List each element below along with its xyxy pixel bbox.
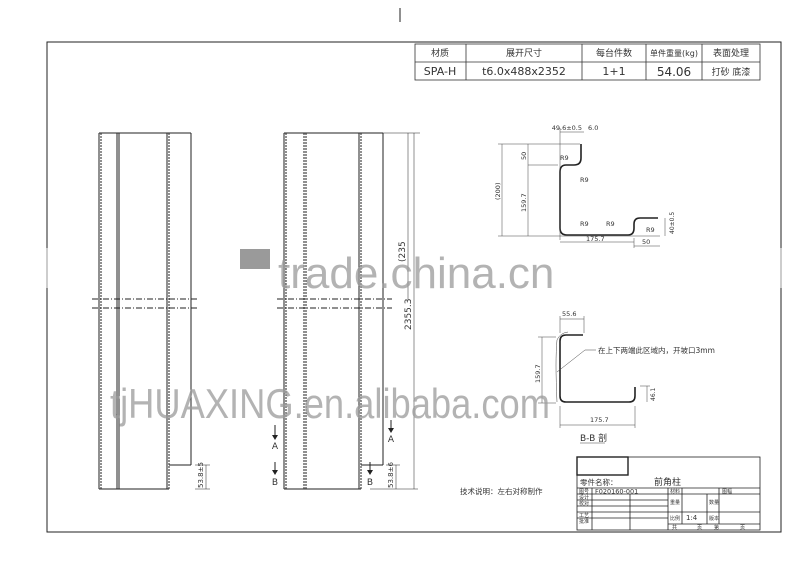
watermark-trade: trade.china.cn (278, 249, 554, 298)
part-name-label: 零件名称： (580, 477, 618, 487)
bb-section-dims (538, 316, 650, 444)
watermark-alibaba: tjHUAXING.en.alibaba.com (110, 380, 550, 427)
tech-note: 技术说明：左右对称制作 (460, 486, 543, 496)
bevel-note: 在上下两端此区域内，开坡口3mm (598, 345, 715, 355)
header-size: 展开尺寸 (506, 47, 542, 59)
top-section-profile (559, 144, 658, 236)
value-weight: 54.06 (657, 65, 691, 79)
version-label: 版本 (709, 515, 719, 522)
row-check: 校对 (579, 500, 589, 507)
radius-5: R9 (646, 226, 655, 234)
dim-40: 40±0.5 (669, 212, 676, 234)
radius-3: R9 (580, 220, 589, 228)
section-b-right: B (367, 478, 373, 488)
dim-thickness: 6.0 (588, 124, 598, 132)
material-label: 材料 (670, 488, 680, 495)
dim-length-ref: (235 (398, 241, 408, 262)
part-name: 前角柱 (654, 476, 681, 488)
header-material: 材质 (431, 47, 449, 59)
scale-value: 1:4 (686, 514, 698, 522)
radius-2: R9 (580, 176, 589, 184)
dim-200: (200) (494, 183, 502, 200)
dim-bb-159: 159.7 (534, 364, 542, 383)
dim-50-horizontal: 50 (642, 238, 650, 246)
dim-bottom-right: 53.8±6 (387, 462, 395, 488)
dim-bb-flange: 55.6 (562, 310, 576, 318)
spec-table: 材质 展开尺寸 每台件数 单件重量(kg) 表面处理 SPA-H t6.0x48… (414, 43, 761, 81)
sheet-page-2: 页 (740, 525, 745, 531)
watermark-band (0, 248, 800, 288)
value-qty: 1+1 (602, 65, 625, 78)
section-b-left: B (272, 478, 278, 488)
dim-175: 175.7 (586, 235, 605, 243)
right-elevation (274, 132, 420, 490)
sheet-page-1: 页 (697, 525, 702, 531)
value-surface: 打砂 底漆 (712, 66, 751, 78)
weight-label: 重量 (670, 499, 680, 506)
dim-top-flange: 49.6±0.5 (552, 124, 582, 132)
dim-bottom-left: 53.8±5 (197, 462, 205, 488)
drawing-no: F020160-001 (595, 488, 638, 496)
row-approve: 批准 (579, 518, 589, 525)
drawing-no-label: 图号 (579, 489, 589, 495)
section-arrows (272, 428, 394, 475)
dim-bb-46: 46.1 (650, 387, 657, 401)
header-qty: 每台件数 (596, 47, 632, 59)
row-process: 工艺 (579, 513, 589, 519)
scale-label: 比例 (670, 515, 680, 522)
sheet-total: 共 (672, 524, 677, 531)
watermark-logo (240, 249, 270, 269)
left-elevation (92, 132, 210, 490)
section-a-right: A (388, 435, 395, 445)
radius-4: R9 (606, 220, 615, 228)
radius-1: R9 (560, 154, 569, 162)
section-a-left: A (272, 442, 279, 452)
title-block (576, 456, 761, 531)
dim-50-vertical: 50 (520, 152, 528, 160)
section-bb-label: B-B 剖 (580, 432, 607, 444)
drawing-size-label: 图幅 (722, 488, 732, 495)
bb-section-profile (559, 334, 636, 403)
sheet-number: 第 (714, 524, 719, 531)
value-size: t6.0x488x2352 (482, 65, 566, 78)
dim-bb-175: 175.7 (590, 416, 609, 424)
dim-159: 159.7 (520, 193, 528, 212)
dim-length: 2355.3 (404, 299, 414, 331)
top-section-dims (498, 128, 666, 248)
count-label: 数量 (709, 499, 719, 506)
header-surface: 表面处理 (713, 47, 749, 59)
header-weight: 单件重量(kg) (650, 48, 698, 58)
row-design: 设计 (579, 494, 589, 501)
value-material: SPA-H (424, 65, 456, 78)
